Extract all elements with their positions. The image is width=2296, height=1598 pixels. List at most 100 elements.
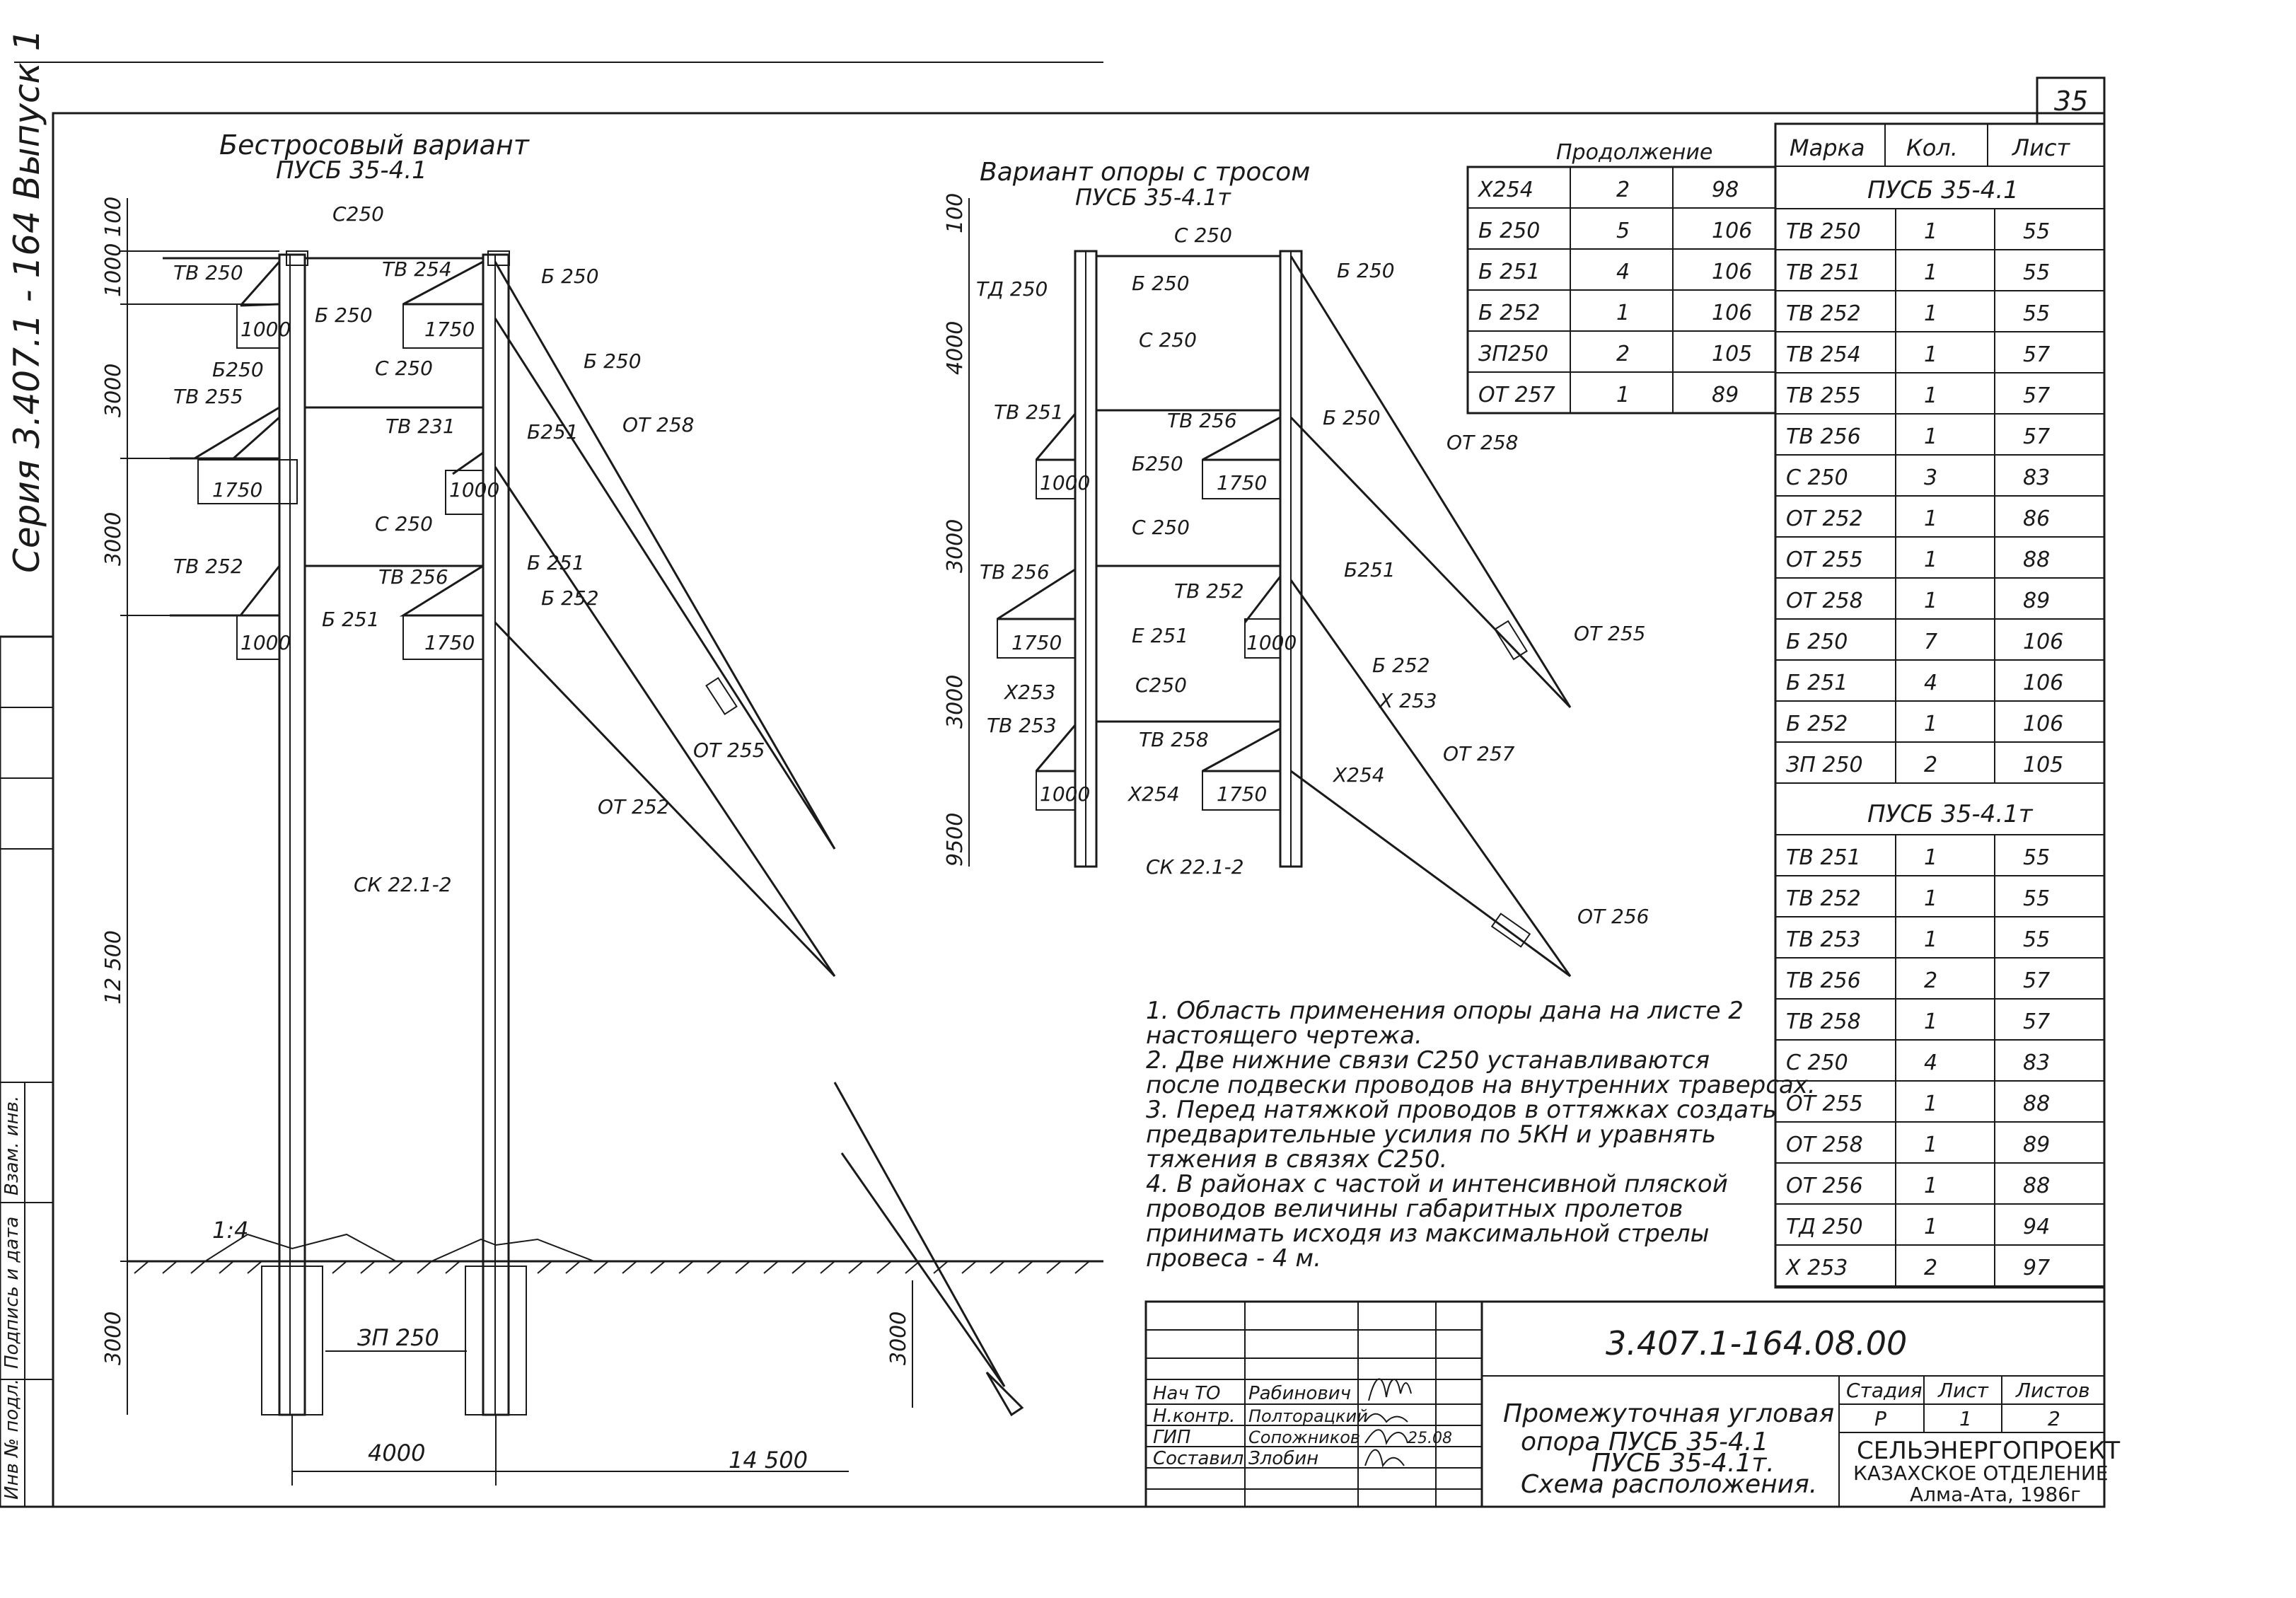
org-dept: КАЗАХСКОЕ ОТДЕЛЕНИЕ xyxy=(1853,1461,2109,1485)
dim-3000-a: 3000 xyxy=(101,364,126,417)
rlbl-x253-b: Х253 xyxy=(1003,681,1056,704)
dim-14500: 14 500 xyxy=(729,1447,808,1473)
spec-cell: 1 xyxy=(1924,1009,1937,1034)
signer-2-role: ГИП xyxy=(1153,1427,1191,1448)
rlbl-1750-b: 1750 xyxy=(1011,631,1062,654)
lbl-b251-b: Б 251 xyxy=(322,608,380,631)
signature-3 xyxy=(1364,1449,1405,1468)
spec-cell: 1 xyxy=(1924,260,1937,285)
spec-cell: ТВ 250 xyxy=(1786,219,1861,244)
spec-cell: 89 xyxy=(2023,1133,2050,1157)
signer-0-name: Рабинович xyxy=(1248,1383,1351,1404)
spec-cell: ОТ 258 xyxy=(1786,589,1863,613)
spec-cell: ТВ 251 xyxy=(1786,845,1861,870)
lbl-1000-b: 1000 xyxy=(449,478,499,502)
cont-r1-c1: 5 xyxy=(1616,219,1630,243)
rlbl-tv256: ТВ 256 xyxy=(1167,409,1237,432)
stage-v-1: 1 xyxy=(1959,1407,1972,1430)
spec-cell: 57 xyxy=(2023,968,2050,993)
spec-cell: 1 xyxy=(1924,548,1937,572)
lbl-c250-top: С250 xyxy=(332,202,384,226)
lbl-tv252: ТВ 252 xyxy=(173,555,243,578)
spec-cell: 88 xyxy=(2023,1174,2050,1198)
spec-cell: 1 xyxy=(1924,424,1937,449)
stage-h-0: Стадия xyxy=(1846,1379,1922,1402)
cont-r2-c1: 4 xyxy=(1616,260,1630,284)
spec-cell: 106 xyxy=(2023,630,2063,654)
note-line: 3. Перед натяжкой проводов в оттяжках со… xyxy=(1146,1096,1777,1124)
spec-cell: 2 xyxy=(1924,968,1937,993)
lbl-b251-c: Б 251 xyxy=(527,551,585,574)
left-labels: С250 ТВ 250 ТВ 254 Б 250 1000 Б 250 1750… xyxy=(173,202,765,896)
spec-cell: Б 251 xyxy=(1786,671,1848,695)
continuation-table: Продолжение Х254 2 98 Б 250 5 106 Б 251 … xyxy=(1466,140,1777,415)
spec-group2: ПУСБ 35-4.1т xyxy=(1867,800,2034,828)
lbl-b250-c: Б 250 xyxy=(584,349,642,373)
rdim-3000-b: 3000 xyxy=(943,675,968,729)
lbl-b252: Б 252 xyxy=(541,586,599,610)
spec-cell: ОТ 255 xyxy=(1786,548,1863,572)
notes: 1. Область применения опоры дана на лист… xyxy=(1146,997,1816,1273)
slope-label: 1:4 xyxy=(212,1217,249,1244)
spec-cell: 7 xyxy=(1924,630,1937,654)
spec-cell: 83 xyxy=(2023,465,2050,490)
lbl-1750-b: 1750 xyxy=(212,478,262,502)
spec-cell: 55 xyxy=(2023,886,2050,911)
dim-12500: 12 500 xyxy=(101,930,126,1004)
spec-cell: 105 xyxy=(2023,753,2063,777)
lbl-c250-mid: С 250 xyxy=(375,357,433,380)
dim-4000: 4000 xyxy=(368,1440,425,1466)
sign-date: 25.08 xyxy=(1408,1430,1452,1447)
spec-cell: 57 xyxy=(2023,383,2050,408)
lbl-1000-a: 1000 xyxy=(240,318,291,341)
right-pole-crossarms xyxy=(399,260,485,660)
signer-3-role: Составил xyxy=(1153,1448,1243,1469)
rlbl-x253-a: Х 253 xyxy=(1378,689,1437,712)
spec-cell: 55 xyxy=(2023,845,2050,870)
left-model: ПУСБ 35-4.1 xyxy=(276,156,427,185)
spec-cell: 1 xyxy=(1924,342,1937,367)
rlbl-ot257: ОТ 257 xyxy=(1443,742,1515,765)
signature-2 xyxy=(1364,1429,1408,1446)
cont-r1-c0: Б 250 xyxy=(1478,219,1540,243)
dim-1000: 1000 xyxy=(101,243,126,297)
spec-cell: 55 xyxy=(2023,260,2050,285)
bottom-dims: 4000 14 500 3000 xyxy=(291,1280,913,1486)
spec-cell: 57 xyxy=(2023,1009,2050,1034)
rlbl-b250-d: Б250 xyxy=(1132,452,1183,475)
rlbl-b250-a: Б 250 xyxy=(1132,272,1190,295)
cont-r3-c1: 1 xyxy=(1616,301,1630,325)
note-line: принимать исходя из максимальной стрелы xyxy=(1146,1220,1709,1248)
rlbl-e251: Е 251 xyxy=(1132,624,1188,647)
signer-2-name: Сопожников xyxy=(1248,1428,1360,1447)
rlbl-1750-c: 1750 xyxy=(1217,782,1267,806)
spec-cell: 55 xyxy=(2023,301,2050,326)
rlbl-c250-4: С250 xyxy=(1135,673,1187,697)
lbl-b250-d: Б250 xyxy=(212,358,264,381)
rlbl-ot258: ОТ 258 xyxy=(1446,431,1519,454)
spec-cell: ТВ 256 xyxy=(1786,424,1861,449)
right-crossarms xyxy=(997,255,1282,811)
right-dims: 100 4000 3000 3000 9500 xyxy=(943,193,970,867)
cont-r1-c2: 106 xyxy=(1712,219,1752,243)
spec-cell: 1 xyxy=(1924,886,1937,911)
cont-r5-c0: ОТ 257 xyxy=(1478,383,1555,407)
rlbl-1000-a: 1000 xyxy=(1040,471,1090,494)
rlbl-c250-2: С 250 xyxy=(1139,328,1197,352)
spec-cell: 57 xyxy=(2023,424,2050,449)
rlbl-tv251: ТВ 251 xyxy=(994,400,1064,424)
spec-cell: 94 xyxy=(2023,1215,2050,1239)
right-labels: С 250 ТД 250 Б 250 Б 250 С 250 ТВ 251 ТВ… xyxy=(976,224,1649,928)
rlbl-c250-3: С 250 xyxy=(1132,516,1190,539)
lbl-tv231: ТВ 231 xyxy=(385,415,456,438)
spec-cell: 106 xyxy=(2023,712,2063,736)
spec-cell: 88 xyxy=(2023,1092,2050,1116)
side-label-inv: Инв № подл. xyxy=(1,1379,23,1500)
signer-1-name: Полторацкий xyxy=(1248,1406,1368,1426)
spec-cell: ТВ 252 xyxy=(1786,301,1861,326)
lbl-tv255: ТВ 255 xyxy=(173,385,243,408)
spec-cell: 57 xyxy=(2023,342,2050,367)
spec-cell: 2 xyxy=(1924,1256,1937,1280)
spec-cell: 1 xyxy=(1924,383,1937,408)
